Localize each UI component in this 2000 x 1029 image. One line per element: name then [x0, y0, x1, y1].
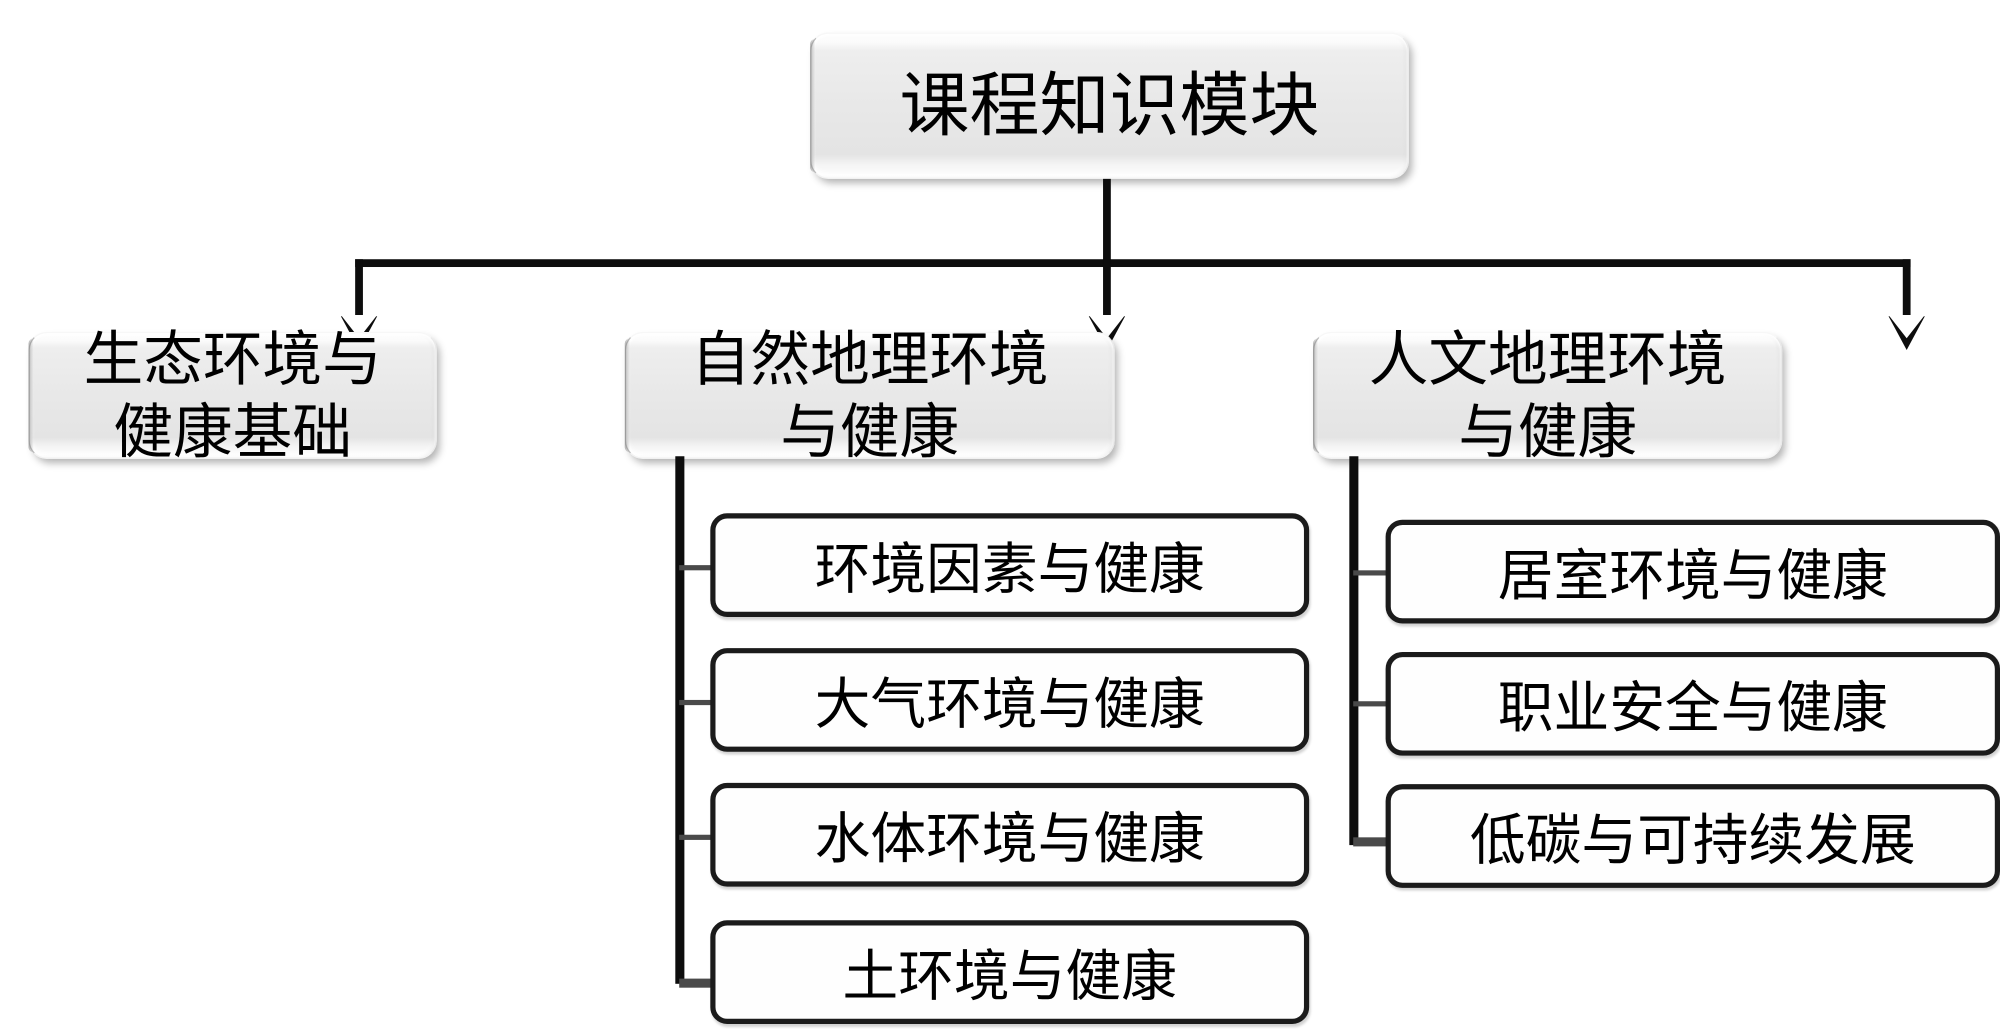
- branch-3-child-2-stub: [1353, 701, 1396, 707]
- leaf-node-soil-environment-and-health[interactable]: 土环境与健康: [710, 920, 1310, 1024]
- branch-3-child-3-stub: [1353, 837, 1396, 847]
- root-drop-line: [1103, 178, 1111, 268]
- leaf-node-water-environment-and-health[interactable]: 水体环境与健康: [710, 782, 1310, 887]
- branch-node-physical-geography-environment-health[interactable]: 自然地理环境 与健康: [624, 324, 1115, 467]
- level1-bus-line: [355, 259, 1911, 268]
- branch-3-arrowhead: [1888, 316, 1925, 350]
- branch-3-trunk-line: [1349, 456, 1359, 846]
- branch-2-drop-line: [1103, 259, 1111, 325]
- leaf-node-low-carbon-and-sustainable-development[interactable]: 低碳与可持续发展: [1385, 784, 2000, 888]
- branch-2-child-2-stub: [679, 699, 721, 706]
- leaf-node-atmospheric-environment-and-health[interactable]: 大气环境与健康: [710, 648, 1310, 752]
- branch-node-human-geography-environment-health[interactable]: 人文地理环境 与健康: [1313, 324, 1783, 467]
- branch-3-child-1-stub: [1353, 570, 1396, 576]
- branch-2-child-1-stub: [679, 565, 721, 571]
- branch-2-child-4-stub: [679, 978, 721, 988]
- branch-2-trunk-line: [675, 456, 685, 984]
- branch-2-child-3-stub: [679, 834, 721, 840]
- branch-node-ecological-environment-health-foundation[interactable]: 生态环境与 健康基础: [28, 324, 437, 467]
- branch-3-drop-line: [1902, 259, 1911, 325]
- leaf-node-occupational-safety-and-health[interactable]: 职业安全与健康: [1385, 651, 2000, 756]
- branch-1-drop-line: [355, 259, 363, 325]
- leaf-node-environmental-factors-and-health[interactable]: 环境因素与健康: [710, 513, 1310, 617]
- leaf-node-indoor-environment-and-health[interactable]: 居室环境与健康: [1385, 519, 2000, 624]
- root-node-course-knowledge-modules[interactable]: 课程知识模块: [810, 32, 1409, 179]
